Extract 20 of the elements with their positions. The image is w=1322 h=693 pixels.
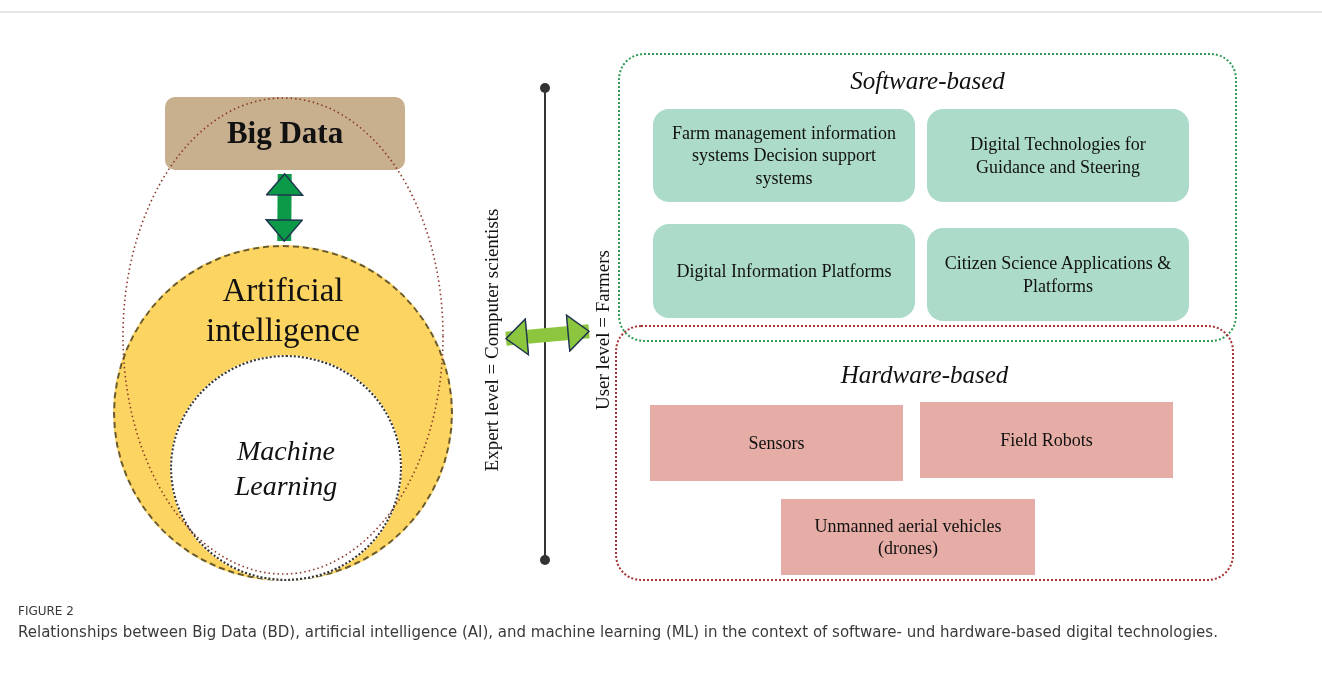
process-box: Farm management information systems Decision support systems <box>653 109 915 202</box>
figure-caption: Relationships between Big Data (BD), artificial intelligence (AI), and machine learning (ML) in the context of software- und hardware-based digital technologies. <box>18 622 1219 643</box>
process-box: Digital Technologies for Guidance and Steering <box>927 109 1189 202</box>
process-box: Sensors <box>650 405 903 481</box>
group-panel <box>615 325 1234 581</box>
double-arrow <box>265 173 304 242</box>
process-box: Unmanned aerial vehicles (drones) <box>781 499 1035 575</box>
circle-title: Artificial intelligence <box>205 271 361 350</box>
figure-number: FIGURE 2 <box>18 604 74 618</box>
data-box: Big Data <box>165 97 405 170</box>
process-box: Digital Information Platforms <box>653 224 915 318</box>
group-title: Software-based <box>849 67 1006 95</box>
double-arrow <box>505 314 590 356</box>
process-box: Field Robots <box>920 402 1173 478</box>
learning-circle: Machine Learning <box>170 355 402 581</box>
group-panel <box>618 53 1237 342</box>
level-label: User level = Farmers <box>592 250 614 410</box>
group-title: Hardware-based <box>839 361 1010 389</box>
level-label: Expert level = Computer scientists <box>481 208 503 472</box>
process-box: Citizen Science Applications & Platforms <box>927 228 1189 321</box>
